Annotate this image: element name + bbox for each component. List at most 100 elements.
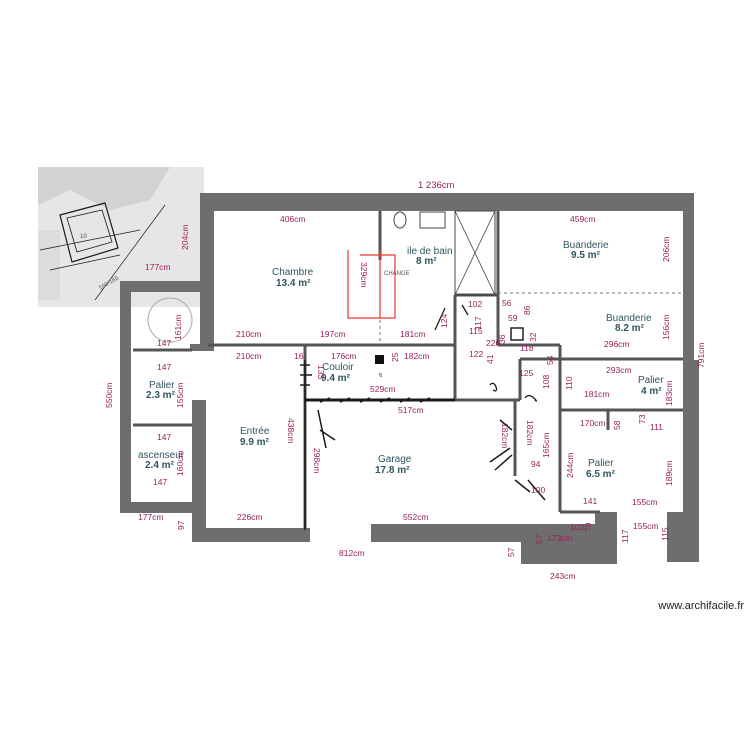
dim-ga-57a: 57 <box>534 534 544 544</box>
dim-right-115: 115 <box>660 527 670 541</box>
dim-pa-155: 155cm <box>632 497 658 507</box>
dim-right-189: 189cm <box>664 460 674 486</box>
dim-ga-100: 100 <box>531 485 545 495</box>
dim-ch-197: 197cm <box>320 329 346 339</box>
dim-86: 86 <box>522 305 532 315</box>
dim-sm-147c: 147 <box>157 432 171 442</box>
room-area-buanderie-1: 9.5 m² <box>571 250 601 261</box>
dim-ga-173: 173cm <box>547 533 573 543</box>
room-name-couloir: Couloir <box>322 362 354 373</box>
dim-25: 25 <box>390 352 400 362</box>
dim-sm-160: 160cm <box>175 450 185 476</box>
dim-41: 41 <box>485 354 495 364</box>
pen-markings: ↯ <box>300 304 546 530</box>
dim-sm-147d: 147 <box>153 477 167 487</box>
change-label: CHANGE <box>384 271 410 277</box>
dim-pa-155b: 155cm <box>633 521 659 531</box>
dim-right-206: 206cm <box>661 236 671 262</box>
room-name-garage: Garage <box>378 454 412 465</box>
dim-co-182: 182cm <box>404 351 430 361</box>
dim-pa-170: 170cm <box>580 418 606 428</box>
dim-bu-459: 459cm <box>570 214 596 224</box>
dim-59: 59 <box>508 313 518 323</box>
dim-en-226: 226cm <box>237 512 263 522</box>
room-name-palier-small: Palier <box>588 458 614 469</box>
exterior-walls <box>120 193 699 564</box>
dim-left-97: 97 <box>176 520 186 530</box>
dim-ga-103: 103 <box>570 522 584 532</box>
dim-co-529: 529cm <box>370 384 396 394</box>
dim-ga-552: 552cm <box>403 512 429 522</box>
room-area-ascenseur: 2.4 m² <box>145 460 175 471</box>
red-annotations <box>347 250 396 319</box>
dim-top-total: 1 236cm <box>418 180 455 191</box>
room-area-buanderie-2: 8.2 m² <box>615 323 645 334</box>
dim-left-177-top: 177cm <box>145 262 171 272</box>
dim-ga-244: 244cm <box>565 452 575 478</box>
room-name-buanderie-1: Buanderie <box>563 240 609 251</box>
room-name-chambre: Chambre <box>272 267 314 278</box>
svg-text:↯: ↯ <box>378 372 383 379</box>
dim-293: 293cm <box>606 365 632 375</box>
dim-right-791: 791cm <box>696 342 706 368</box>
dim-left-177-bottom: 177cm <box>138 512 164 522</box>
dim-left-550: 550cm <box>104 382 114 408</box>
dim-56: 56 <box>502 298 512 308</box>
dim-ch-181: 181cm <box>400 329 426 339</box>
dim-108: 108 <box>541 375 551 389</box>
dim-pa-111: 111 <box>650 422 663 432</box>
dim-102: 102 <box>468 299 482 309</box>
room-area-entree: 9.9 m² <box>240 437 270 448</box>
dim-co-133: 133 <box>316 365 326 379</box>
room-area-palier-right: 4 m² <box>641 386 662 397</box>
dim-en-438: 438cm <box>286 418 296 444</box>
dim-ga-57b: 57 <box>506 547 516 557</box>
dim-co-517: 517cm <box>398 405 424 415</box>
dim-ch-210-b: 210cm <box>236 351 262 361</box>
dim-220: 220 <box>486 338 500 348</box>
dim-bot-243: 243cm <box>550 571 576 581</box>
dim-ga-182b: 182cm <box>525 420 535 446</box>
interior-walls <box>133 211 683 528</box>
dim-124: 124 <box>439 314 449 328</box>
dim-117-mid: 117 <box>473 316 483 330</box>
dim-sm-155: 155cm <box>175 382 185 408</box>
dim-sm-147a: 147 <box>157 338 171 348</box>
bathroom-fixtures <box>147 210 496 343</box>
dimension-labels: 1 236cm 204cm 177cm 550cm 177cm 97 791cm… <box>104 180 706 581</box>
room-area-couloir: 9.4 m² <box>321 373 351 384</box>
room-area-chambre: 13.4 m² <box>276 278 311 289</box>
watermark: www.archifacile.fr <box>658 600 744 612</box>
dim-36: 36 <box>497 334 507 344</box>
dim-en-298: 298cm <box>312 448 322 474</box>
dim-ch-329: 329cm <box>359 262 369 288</box>
room-name-palier-left: Palier <box>149 380 175 391</box>
dim-32: 32 <box>528 332 538 342</box>
dim-bu-296: 296cm <box>604 339 630 349</box>
sketch-label: 10 <box>80 234 87 240</box>
dim-right-156: 156cm <box>661 314 671 340</box>
dim-sm-147b: 147 <box>157 362 171 372</box>
room-name-salle-de-bain: ile de bain <box>407 246 453 257</box>
dim-181-right: 181cm <box>584 389 610 399</box>
dim-pa-58: 58 <box>612 420 622 430</box>
dim-16: 16 <box>294 351 304 361</box>
dim-co-176: 176cm <box>331 351 357 361</box>
dim-ga-79: 79 <box>583 522 593 532</box>
room-area-salle-de-bain: 8 m² <box>416 256 437 267</box>
dim-110: 110 <box>564 376 574 390</box>
dim-pa-73: 73 <box>637 414 647 424</box>
dim-sm-161: 161cm <box>173 314 183 340</box>
dim-ch-210-a: 210cm <box>236 329 262 339</box>
dim-bot-812: 812cm <box>339 548 365 558</box>
room-labels: Chambre 13.4 m² ile de bain 8 m² Buander… <box>138 240 664 480</box>
dim-right-117: 117 <box>620 529 630 543</box>
room-area-garage: 17.8 m² <box>375 465 410 476</box>
dim-54: 54 <box>545 355 555 365</box>
dim-125: 125 <box>519 368 533 378</box>
dim-ga-182: 182cm <box>500 423 510 449</box>
dim-118: 118 <box>520 343 534 353</box>
dim-122: 122 <box>469 349 483 359</box>
dim-right-183: 183cm <box>664 380 674 406</box>
